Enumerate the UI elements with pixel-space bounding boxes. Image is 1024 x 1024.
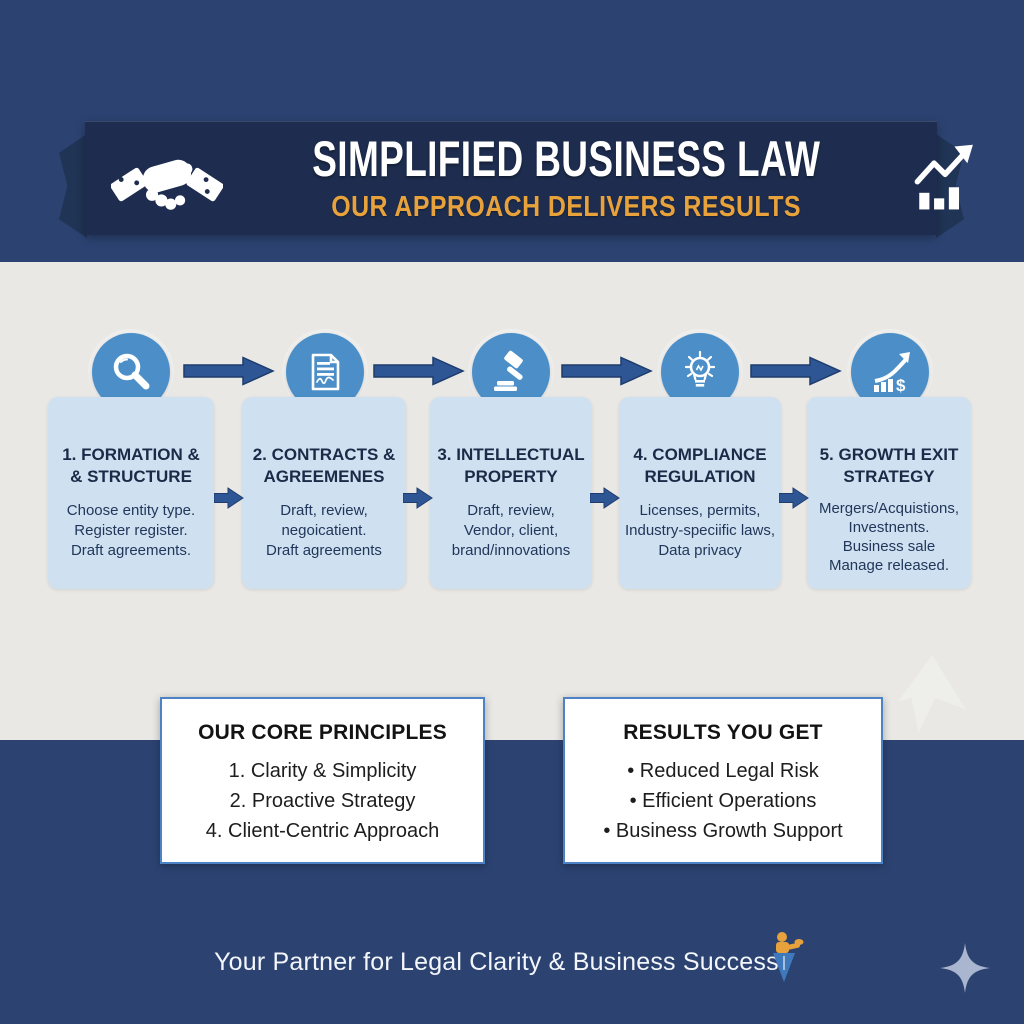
footer-figure-icon [764, 930, 804, 988]
magnifier-icon [113, 353, 150, 390]
result-item: • Business Growth Support [603, 820, 843, 842]
results-panel: RESULTS YOU GET • Reduced Legal Risk • E… [563, 697, 883, 864]
banner-text-block: SIMPLIFIED BUSINESS LAW OUR APPROACH DEL… [223, 134, 910, 222]
principle-item: 2. Proactive Strategy [229, 790, 416, 812]
step-card-4: 4. COMPLIANCE REGULATION Licenses, permi… [619, 397, 781, 589]
card-arrow-1 [214, 487, 244, 509]
step-body: Draft, review, Vendor, client, brand/inn… [451, 501, 571, 559]
svg-text:$: $ [896, 376, 906, 395]
growth-chart-icon: $ [874, 352, 910, 395]
step-title: 1. FORMATION & & STRUCTURE [62, 445, 200, 486]
core-principles-panel: OUR CORE PRINCIPLES 1. Clarity & Simplic… [160, 697, 485, 864]
document-icon [311, 353, 340, 391]
flow-arrow-4 [750, 356, 842, 386]
ribbon-fold-left [59, 134, 87, 238]
step-title: 5. GROWTH EXIT STRATEGY [819, 445, 959, 486]
header-banner: SIMPLIFIED BUSINESS LAW OUR APPROACH DEL… [85, 121, 973, 235]
step-title: 3. INTELLECTUAL PROPERTY [437, 445, 585, 486]
step-card-1: 1. FORMATION & & STRUCTURE Choose entity… [48, 397, 214, 589]
banner-title: SIMPLIFIED BUSINESS LAW [312, 131, 821, 187]
gavel-icon [494, 350, 523, 391]
card-arrow-2 [403, 487, 433, 509]
panel-items: • Reduced Legal Risk • Efficient Operati… [565, 756, 881, 846]
step-card-3: 3. INTELLECTUAL PROPERTY Draft, review, … [430, 397, 592, 589]
panel-items: 1. Clarity & Simplicity 2. Proactive Str… [162, 756, 483, 846]
step-card-5: 5. GROWTH EXIT STRATEGY Mergers/Acquisti… [807, 397, 971, 589]
step-body: Choose entity type. Register register. D… [66, 501, 196, 559]
card-arrow-4 [779, 487, 809, 509]
banner-subtitle: OUR APPROACH DELIVERS RESULTS [331, 191, 802, 223]
flow-arrow-1 [183, 356, 275, 386]
panel-title: OUR CORE PRINCIPLES [198, 721, 447, 744]
step-title: 2. CONTRACTS & AGREEMENES [252, 445, 396, 486]
principle-item: 4. Client-Centric Approach [205, 820, 440, 842]
step-body: Licenses, permits, Industry-speciific la… [624, 501, 776, 559]
flow-arrow-2 [373, 356, 465, 386]
step-body: Mergers/Acquistions, Investnents. Busine… [818, 499, 960, 574]
step-card-2: 2. CONTRACTS & AGREEMENES Draft, review,… [242, 397, 406, 589]
handshake-icon [111, 138, 223, 218]
step-body: Draft, review, negoicatient. Draft agree… [266, 501, 382, 559]
panel-title: RESULTS YOU GET [623, 721, 823, 744]
result-item: • Efficient Operations [629, 790, 817, 812]
card-arrow-3 [590, 487, 620, 509]
sparkle-icon [938, 941, 992, 995]
principle-item: 1. Clarity & Simplicity [228, 760, 417, 782]
step-title: 4. COMPLIANCE REGULATION [633, 445, 767, 486]
result-item: • Reduced Legal Risk [627, 760, 819, 782]
footer-tagline: Your Partner for Legal Clarity & Busines… [214, 948, 786, 976]
flow-arrow-3 [561, 356, 653, 386]
lightbulb-icon [684, 350, 716, 387]
trending-chart-icon [910, 141, 984, 215]
